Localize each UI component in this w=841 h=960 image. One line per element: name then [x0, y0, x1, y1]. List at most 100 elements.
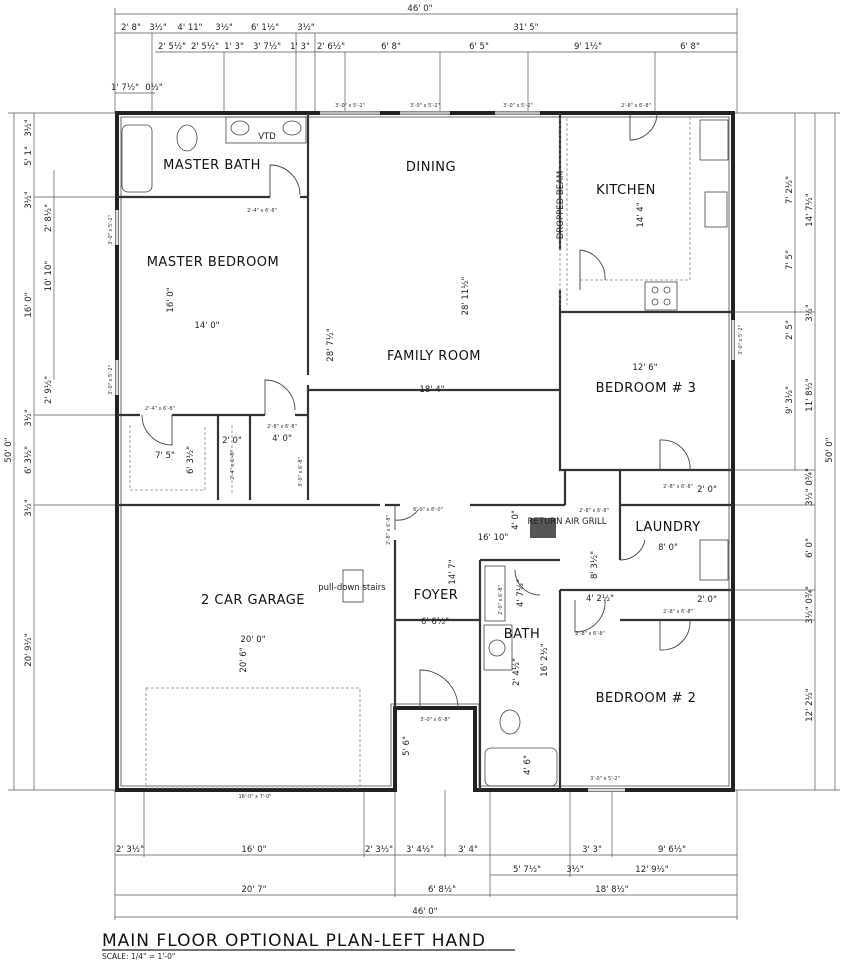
room-label: FAMILY ROOM [387, 349, 481, 364]
opening-size-label: 3'-0" x 6'-8" [420, 717, 450, 723]
dimension-label: 3½" [805, 304, 815, 322]
fixtures [121, 116, 729, 789]
dimension-label: 8' 0" [658, 543, 678, 553]
dimension-label: 3' 4½" [406, 845, 434, 855]
dimension-label: 2' 4½" [512, 658, 522, 686]
dimension-label: 2' 6½" [317, 42, 345, 52]
room-label: KITCHEN [596, 183, 656, 198]
room-label: BATH [504, 627, 541, 642]
opening-size-label: 2'-8" x 6'-8" [663, 609, 693, 615]
dimension-label: 3½" [24, 119, 34, 137]
dimension-label: 6' 8" [680, 42, 700, 52]
room-label: BEDROOM # 3 [596, 381, 697, 396]
opening-size-label: 2'-4" x 6'-8" [145, 406, 175, 412]
dimension-label: 16' 0" [241, 845, 266, 855]
dimension-label: 28' 11½" [461, 277, 471, 316]
range [644, 281, 678, 311]
plan-title: MAIN FLOOR OPTIONAL PLAN-LEFT HAND [102, 931, 486, 951]
dimension-label: 11' 8½" [805, 378, 815, 412]
return-air-grill [530, 518, 556, 538]
dimension-label: 6' 3½" [24, 446, 34, 474]
dimension-lines [8, 8, 840, 920]
dimension-label: 12' 9½" [635, 865, 669, 875]
dimension-label: 20' 9½" [24, 633, 34, 667]
dimension-label: 20' 7" [241, 885, 266, 895]
toilet-master [176, 124, 198, 152]
dimension-label: 2' 0" [697, 595, 717, 605]
room-label: BEDROOM # 2 [596, 691, 697, 706]
dimension-label: 6' 6½" [421, 617, 449, 627]
dimension-label: 6' 1½" [251, 23, 279, 33]
dimension-label: 46' 0" [407, 4, 432, 14]
annotation-label: VTD [258, 132, 276, 142]
dimension-label: 1' 7½" [111, 83, 139, 93]
toilet-bath [499, 709, 521, 735]
opening-size-label: 2'-8" x 6'-8" [575, 631, 605, 637]
dimension-label: 6' 8" [381, 42, 401, 52]
dimension-label: 16' 0" [24, 292, 34, 317]
dimension-label: 6' 3½" [186, 446, 196, 474]
dimension-label: 4' 0" [272, 434, 292, 444]
dimension-label: 1' 3" [224, 42, 244, 52]
opening-size-label: 2'-4" x 6'-8" [247, 208, 277, 214]
dimension-label: 3½" [566, 865, 584, 875]
annotation-label: pull-down stairs [318, 583, 386, 593]
room-label: FOYER [414, 588, 459, 603]
dimension-label: 2' 0" [222, 436, 242, 446]
bathtub-master [121, 124, 153, 193]
opening-size-label: 2'-8" x 6'-8" [621, 103, 651, 109]
annotation-label: RETURN AIR GRILL [527, 517, 606, 527]
dimension-label: 18' 8½" [595, 885, 629, 895]
opening-size-label: 2'-8" x 6'-8" [579, 508, 609, 514]
dimension-label: 6' 5" [469, 42, 489, 52]
kitchen-sink [704, 191, 728, 228]
dimension-label: 16' 0" [166, 287, 176, 312]
dimension-label: 14' 4" [636, 202, 646, 227]
dimension-label: 12' 2½" [805, 688, 815, 722]
dimension-label: 6' 0" [805, 538, 815, 558]
opening-size-label: 16'-0" x 7'-0" [238, 794, 271, 800]
dimension-label: 2' 0" [697, 485, 717, 495]
dimension-label: 1' 3" [290, 42, 310, 52]
dimension-label: 4' 7½" [516, 579, 526, 607]
closet-shelves [129, 425, 233, 495]
room-label: 2 CAR GARAGE [201, 593, 305, 608]
dimension-label: 18' 4" [419, 385, 444, 395]
room-label: MASTER BATH [163, 158, 261, 173]
dimension-label: 16' 10" [478, 533, 509, 543]
bathtub-bath [484, 747, 558, 787]
dimension-label: 2' 5" [785, 320, 795, 340]
dimension-label: 14' 7½" [805, 193, 815, 227]
dimension-label: 3' 3" [582, 845, 602, 855]
sink-master-right [282, 120, 302, 136]
dimension-label: 7' 5" [155, 451, 175, 461]
dimension-label: 2' 3½" [116, 845, 144, 855]
dimension-label: 9' 1½" [574, 42, 602, 52]
dimension-label: 7' 2½" [785, 176, 795, 204]
room-label: LAUNDRY [635, 520, 700, 535]
opening-size-label: 2'-4" x 6'-8" [230, 450, 236, 480]
dimension-label: 2' 3½" [365, 845, 393, 855]
dimension-label: 46' 0" [412, 907, 437, 917]
sink-master-left [230, 120, 250, 136]
dimension-label: 6' 8½" [428, 885, 456, 895]
dimension-label: 2' 9½" [44, 376, 54, 404]
dimension-label: 4' 11" [177, 23, 202, 33]
dimension-label: 20' 6" [239, 647, 249, 672]
dimension-label: 50' 0" [825, 437, 835, 462]
annotation-label: DROPPED BEAM [556, 171, 566, 239]
opening-size-label: 3'-0" x 6'-8" [298, 457, 304, 487]
dimension-label: 3½" [24, 499, 34, 517]
opening-size-label: 3'-0" x 5'-2" [738, 325, 744, 355]
pull-down-stairs [342, 569, 364, 603]
opening-size-label: 3'-0" x 5'-2" [590, 776, 620, 782]
dimension-label: 14' 0" [194, 321, 219, 331]
dimension-label: 28' 7½" [326, 328, 336, 362]
opening-size-label: 3'-0" x 5'-2" [335, 103, 365, 109]
dimension-label: 50' 0" [4, 437, 14, 462]
fridge [699, 119, 729, 161]
dimension-label: 3½" 0¾" [805, 468, 815, 506]
opening-size-label: 2'-8" x 6'-8" [386, 515, 392, 545]
